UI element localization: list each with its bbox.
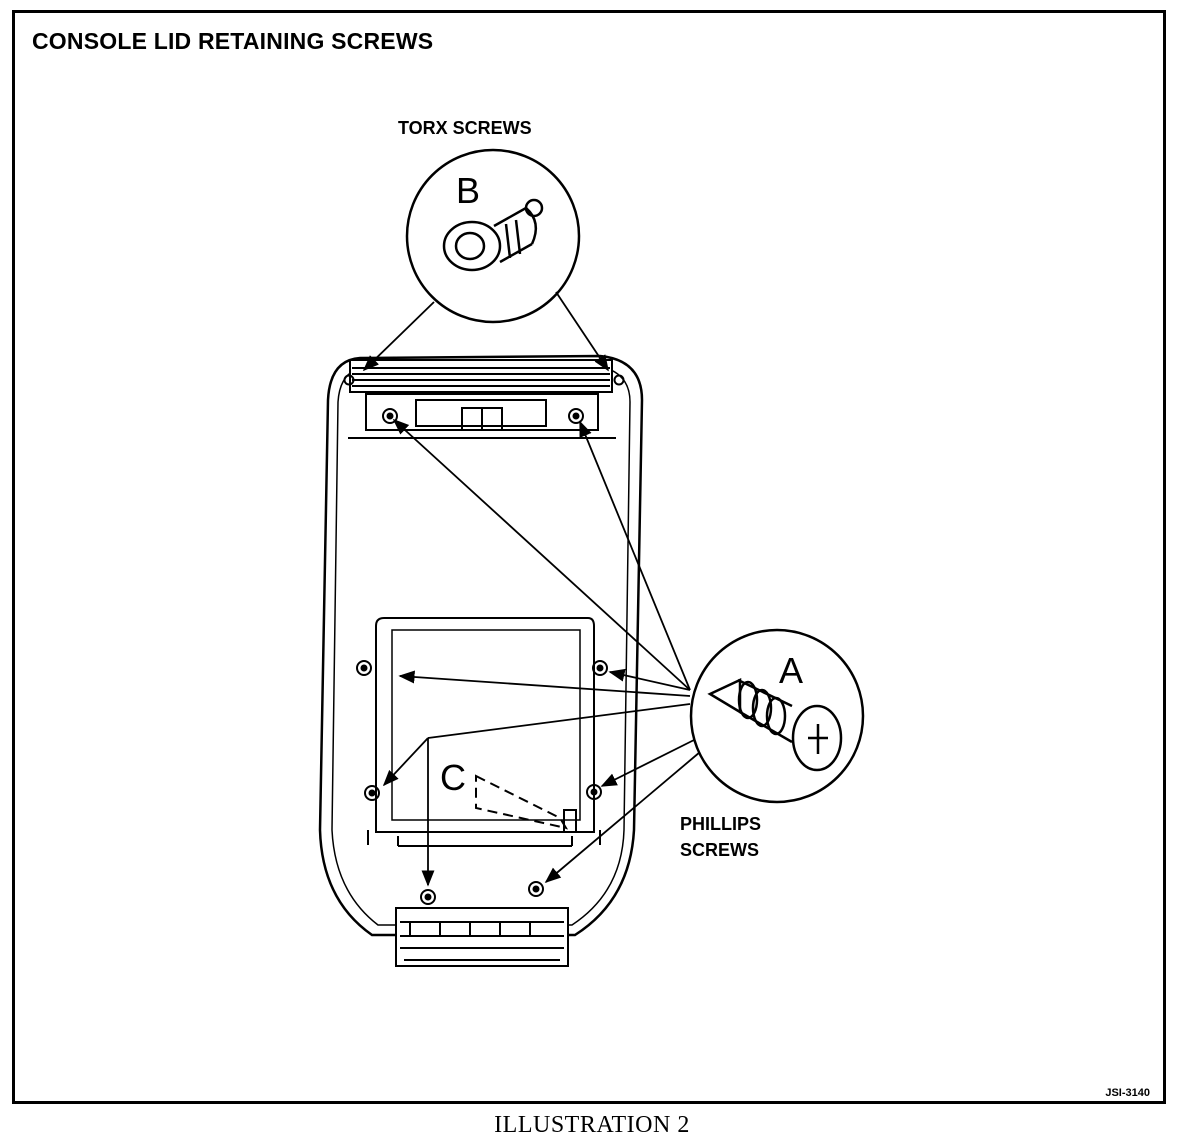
callout-b-label: B [456,170,481,211]
figure-code: JSI-3140 [1105,1087,1150,1099]
phillips-detail-circle [689,628,865,804]
torx-detail-circle [405,148,581,324]
bottom-hinge [395,907,569,967]
inner-panel [367,617,601,847]
diagram-title: CONSOLE LID RETAINING SCREWS [32,28,434,54]
torx-screws-label: TORX SCREWS [398,118,532,138]
torx-bracket [343,359,625,439]
callout-c-outline [475,774,569,830]
illustration-caption: ILLUSTRATION 2 [494,1112,690,1138]
diagram-frame [12,10,1166,1104]
console-lid [318,354,644,937]
callout-a-label: A [779,650,804,691]
callout-c-label: C [440,757,466,798]
phillips-holes [356,660,608,905]
phillips-leaders [382,418,701,887]
phillips-screws-label-line2: SCREWS [680,840,760,860]
torx-leaders [362,291,609,372]
phillips-screws-label-line1: PHILLIPS [680,814,762,834]
